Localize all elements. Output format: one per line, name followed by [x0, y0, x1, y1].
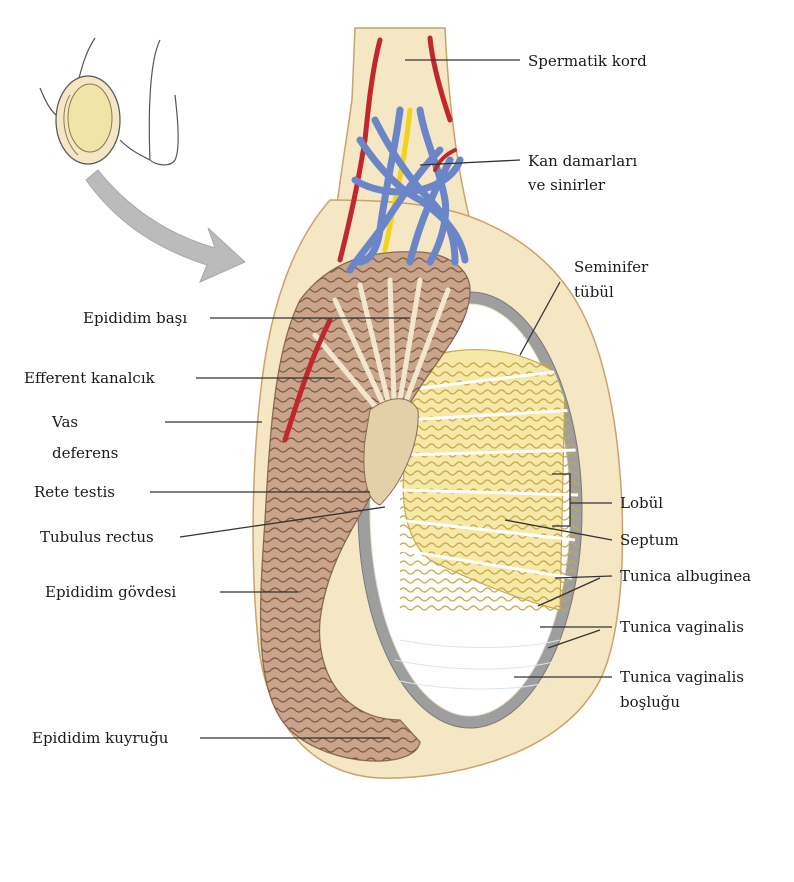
pointer-arrow — [86, 170, 245, 282]
label-lobule: Lobül — [620, 494, 663, 512]
label-tunica-albuginea: Tunica albuginea — [620, 567, 751, 585]
label-efferent: Efferent kanalcık — [24, 369, 156, 387]
label-vas-line1: Vas — [51, 413, 78, 431]
label-tunica-vaginalis: Tunica vaginalis — [620, 618, 744, 636]
label-spermatic-cord: Spermatik kord — [528, 52, 647, 70]
label-cavity-line2: boşluğu — [620, 693, 680, 711]
label-vessels-line1: Kan damarları — [528, 152, 637, 170]
label-seminiferous-line1: Seminifer — [574, 258, 649, 276]
inset-sketch — [40, 38, 178, 165]
label-tubulus-rectus: Tubulus rectus — [40, 528, 154, 546]
label-epididymis-body: Epididim gövdesi — [45, 583, 176, 601]
label-septum: Septum — [620, 531, 679, 549]
label-seminiferous-line2: tübül — [574, 283, 614, 301]
label-epididymis-tail: Epididim kuyruğu — [32, 729, 169, 747]
label-rete-testis: Rete testis — [34, 483, 115, 501]
label-epididymis-head: Epididim başı — [83, 309, 187, 327]
label-cavity-line1: Tunica vaginalis — [620, 668, 744, 686]
label-vas-line2: deferens — [52, 444, 118, 462]
label-vessels-line2: ve sinirler — [527, 176, 606, 194]
